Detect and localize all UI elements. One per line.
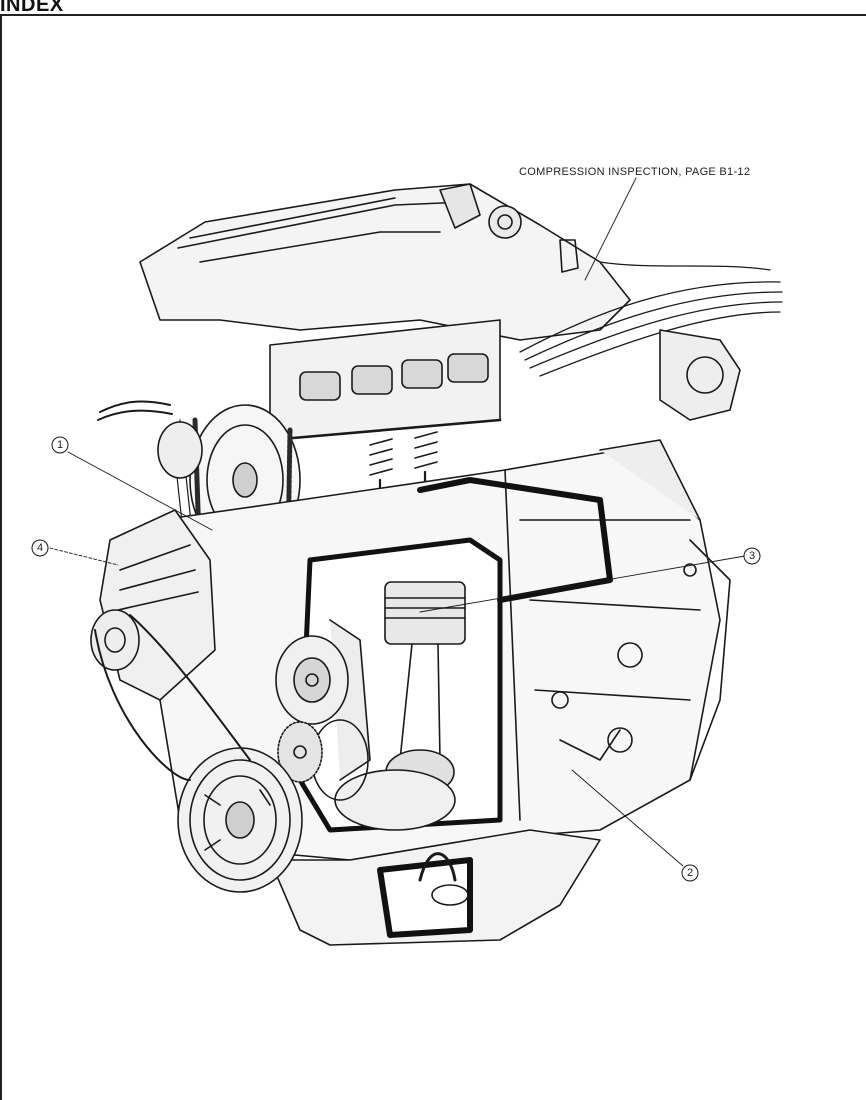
callout-circle-1 [51,436,69,454]
compression-inspection-label: COMPRESSION INSPECTION, PAGE B1-12 [519,166,750,178]
callout-number-1: 1 [57,439,63,451]
callout-number-2: 2 [687,867,693,879]
leader-compression [584,177,637,281]
transaxle-flange [683,539,731,781]
alternator [90,509,216,701]
callout-number-4: 4 [37,542,43,554]
cylinder-head-cover [139,183,631,341]
leader-4 [49,547,119,566]
callout-circle-2 [681,864,699,882]
idler-pulley [275,635,349,725]
intake-tube [97,400,203,479]
leader-1 [67,451,213,531]
crank-sprocket [277,721,323,783]
camshaft-cutaway [268,319,502,522]
leader-2 [571,769,684,867]
oil-pan [269,829,601,946]
drive-belt [94,614,251,781]
callout-circle-4 [31,539,49,557]
callout-leaders [49,177,746,867]
header-divider [0,14,866,16]
crankshaft-pulley [177,747,303,893]
callout-circle-3 [743,547,761,565]
left-margin-rule [0,14,2,1100]
callout-number-3: 3 [749,550,755,562]
leader-3 [419,555,746,613]
spark-plug-leads [519,261,783,377]
distributor [659,329,741,421]
page-title: INDEX [0,0,64,16]
